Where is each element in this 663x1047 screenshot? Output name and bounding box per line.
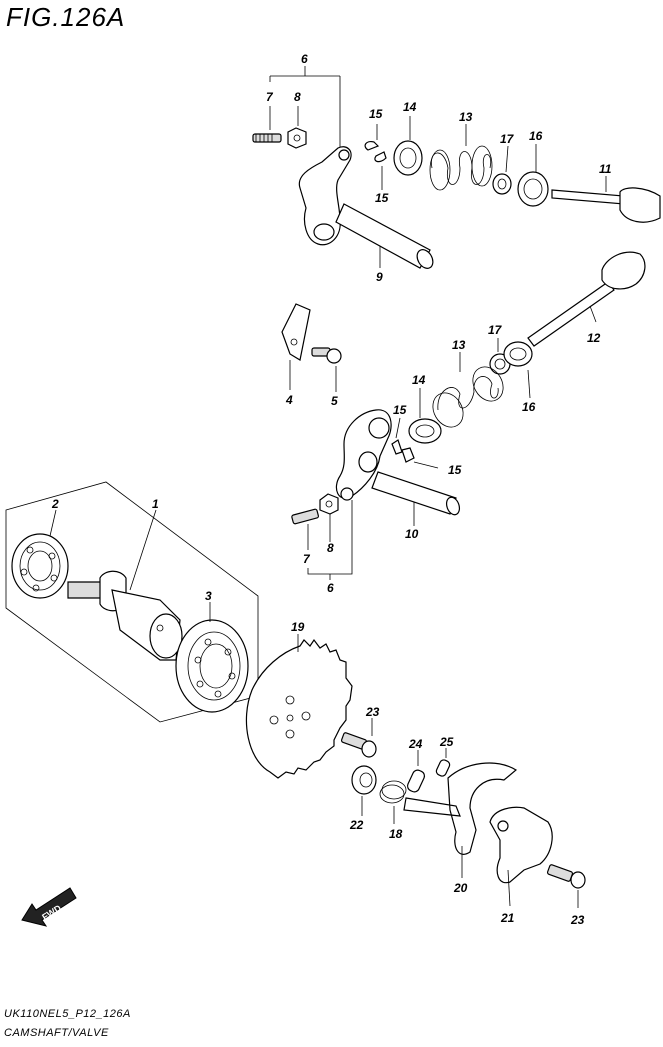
callout-15-top-a: 15 <box>369 107 383 121</box>
spring-seat-top <box>517 171 549 207</box>
camshaft <box>67 570 183 661</box>
callout-24: 24 <box>408 737 423 751</box>
callout-9: 9 <box>376 270 383 284</box>
callout-6-bot: 6 <box>327 581 334 595</box>
fwd-arrow-icon: FWD <box>21 887 77 927</box>
valve-stem-seal-top <box>492 173 512 195</box>
lock-nut-bot <box>319 493 339 515</box>
spring-retainer-mid <box>408 418 442 444</box>
plate-bolt-bottom <box>546 864 586 889</box>
decomp-plate <box>489 806 553 884</box>
pin-25 <box>435 759 451 777</box>
callout-13-top: 13 <box>459 110 473 124</box>
washer <box>351 765 377 795</box>
callout-11: 11 <box>599 162 612 176</box>
cotter-top-a <box>364 141 380 151</box>
figure-name: CAMSHAFT/VALVE <box>4 1027 109 1039</box>
middle-valve-group <box>281 303 533 580</box>
callout-23-a: 23 <box>365 705 380 719</box>
intake-valve <box>551 187 661 223</box>
callout-5: 5 <box>331 394 338 408</box>
bearing-right <box>175 619 249 713</box>
callout-12: 12 <box>587 331 601 345</box>
adjust-screw-top <box>252 133 282 143</box>
cotter-mid-b <box>401 447 415 463</box>
lock-nut-top <box>287 127 307 149</box>
callout-17-mid: 17 <box>488 323 503 337</box>
callout-22: 22 <box>349 818 364 832</box>
callout-15-top-b: 15 <box>375 191 389 205</box>
callout-18: 18 <box>389 827 403 841</box>
return-spring <box>379 780 407 804</box>
sprocket-bolt <box>340 732 377 758</box>
spring-seat-mid <box>503 341 533 367</box>
bracket-6-top <box>269 66 341 148</box>
upper-rocker-group <box>252 66 661 269</box>
rocker-shaft-top <box>335 203 434 269</box>
callout-2: 2 <box>51 497 59 511</box>
plate-bolt <box>311 347 342 364</box>
callout-1: 1 <box>152 497 159 511</box>
callout-7-bot: 7 <box>303 552 311 566</box>
callout-6-top: 6 <box>301 52 308 66</box>
cotter-top-b <box>374 151 387 163</box>
lever-plate <box>281 303 311 361</box>
cotter-mid-a <box>391 439 403 455</box>
callout-14-top: 14 <box>403 100 417 114</box>
callout-16-mid: 16 <box>522 400 536 414</box>
figure-code: UK110NEL5_P12_126A <box>4 1008 131 1020</box>
callout-17-top: 17 <box>500 132 515 146</box>
callout-19: 19 <box>291 620 305 634</box>
callout-25: 25 <box>439 735 454 749</box>
callout-8-bot: 8 <box>327 541 334 555</box>
figure-title: FIG.126A <box>6 2 126 32</box>
callout-10: 10 <box>405 527 419 541</box>
cam-sprocket <box>245 638 353 779</box>
decomp-cam <box>403 762 518 855</box>
bracket-6-bot <box>307 500 353 580</box>
callout-15-mid-a: 15 <box>393 403 407 417</box>
exhaust-valve <box>527 251 646 347</box>
callout-23-b: 23 <box>570 913 585 927</box>
callout-21: 21 <box>500 911 515 925</box>
callout-16-top: 16 <box>529 129 543 143</box>
callout-14-mid: 14 <box>412 373 426 387</box>
camshaft-group <box>5 481 259 723</box>
callout-8-top: 8 <box>294 90 301 104</box>
callout-13-mid: 13 <box>452 338 466 352</box>
callout-15-mid-b: 15 <box>448 463 462 477</box>
valve-spring-top <box>429 145 493 191</box>
bearing-left <box>11 533 69 599</box>
spring-retainer-top <box>393 140 423 176</box>
rocker-shaft-mid <box>371 471 461 516</box>
pin-24 <box>406 769 426 793</box>
decompression-group <box>340 718 586 908</box>
callout-4: 4 <box>285 393 293 407</box>
callout-7-top: 7 <box>266 90 274 104</box>
adjust-screw-bot <box>291 508 320 525</box>
valve-spring-mid <box>432 366 504 428</box>
callout-3: 3 <box>205 589 212 603</box>
callout-20: 20 <box>453 881 468 895</box>
